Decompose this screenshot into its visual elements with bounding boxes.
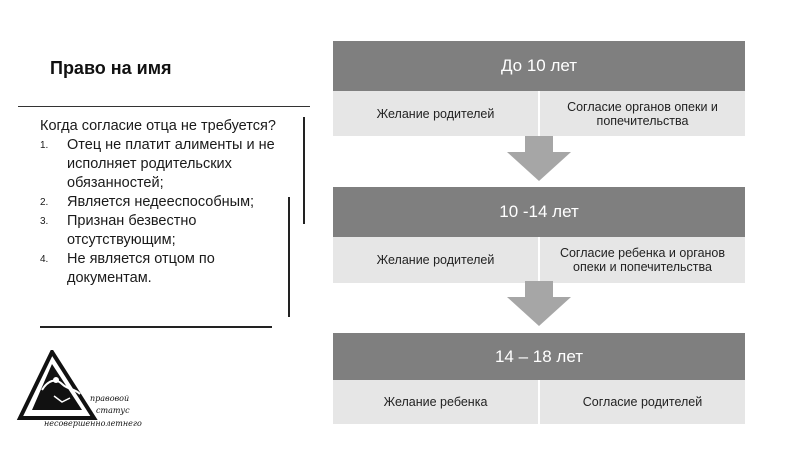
stage-row: Желание родителей Согласие ребенка и орг…	[333, 237, 745, 283]
stage-left-cell: Желание родителей	[376, 253, 495, 267]
stage-left-cell: Желание ребенка	[383, 395, 488, 409]
list-item-text: Не является отцом по документам.	[67, 251, 215, 286]
down-arrow-icon	[507, 281, 571, 326]
intro-question: Когда согласие отца не требуется?	[40, 118, 276, 134]
list-number: 2.	[40, 197, 49, 208]
stage-under-10: До 10 лет Желание родителей Согласие орг…	[333, 41, 745, 136]
vertical-rule-1	[303, 117, 305, 224]
stage-row: Желание ребенка Согласие родителей	[333, 380, 745, 424]
stage-header: 10 -14 лет	[333, 187, 745, 237]
conditions-text: Когда согласие отца не требуется? 1. Отец…	[40, 117, 290, 288]
down-arrow-icon	[507, 136, 571, 181]
stage-right-cell: Согласие ребенка и органов опеки и попеч…	[538, 237, 745, 283]
logo-triangle-icon	[16, 350, 98, 420]
logo-line-1: правовой	[90, 394, 130, 403]
list-item: 3. Признан безвестно отсутствующим;	[40, 212, 290, 250]
slide-title: Право на имя	[50, 58, 172, 78]
list-item-text: Является недееспособным;	[67, 194, 255, 210]
stage-row: Желание родителей Согласие органов опеки…	[333, 91, 745, 136]
logo: правовой статус несовершеннолетнего	[16, 350, 156, 435]
list-item: 4. Не является отцом по документам.	[40, 250, 290, 288]
title-divider	[18, 106, 310, 107]
list-number: 1.	[40, 140, 49, 151]
strike-line	[40, 326, 272, 328]
vertical-rule-2	[288, 197, 290, 317]
stage-left-cell: Желание родителей	[376, 106, 495, 121]
logo-line-2: статус	[96, 406, 130, 415]
list-item-text: Отец не платит алименты и не исполняет р…	[67, 137, 275, 191]
stage-right-cell: Согласие родителей	[538, 380, 745, 424]
list-number: 4.	[40, 254, 49, 265]
list-number: 3.	[40, 216, 49, 227]
list-item: 2. Является недееспособным;	[40, 193, 290, 212]
stage-header: До 10 лет	[333, 41, 745, 91]
stage-14-18: 14 – 18 лет Желание ребенка Согласие род…	[333, 333, 745, 424]
conditions-list: 1. Отец не платит алименты и не исполняет…	[40, 136, 290, 288]
stage-10-14: 10 -14 лет Желание родителей Согласие ре…	[333, 187, 745, 283]
list-item: 1. Отец не платит алименты и не исполняет…	[40, 136, 290, 193]
stage-right-cell: Согласие органов опеки и попечительства	[538, 91, 745, 136]
logo-line-3: несовершеннолетнего	[44, 419, 142, 428]
list-item-text: Признан безвестно отсутствующим;	[67, 213, 197, 248]
stage-header: 14 – 18 лет	[333, 333, 745, 380]
